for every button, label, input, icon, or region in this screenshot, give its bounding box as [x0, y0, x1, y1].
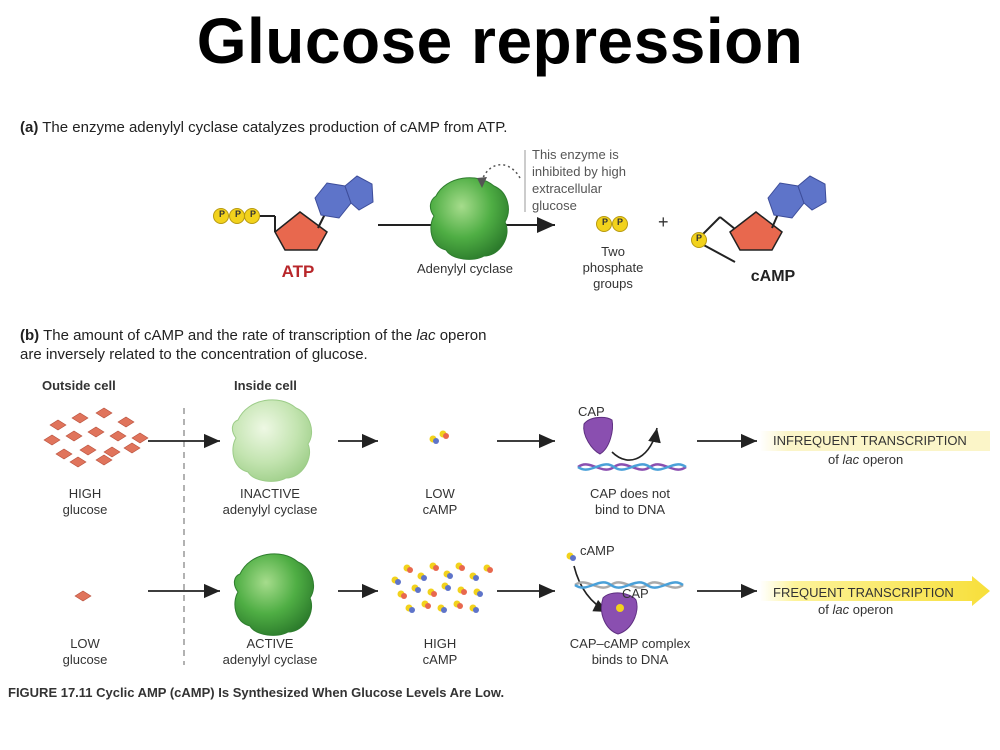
frequent-of: of — [818, 602, 829, 617]
infrequent-lac: lac — [842, 452, 860, 467]
low-camp-line-1: LOW — [425, 486, 455, 501]
p-label-4: P — [601, 217, 608, 227]
part-b-heading-2: operon — [439, 327, 487, 344]
atp-phosphates — [213, 208, 260, 224]
high-glucose-line-1: HIGH — [68, 486, 102, 501]
inhibition-note: This enzyme is inhibited by high extrace… — [532, 146, 626, 214]
dna-helix-row2 — [574, 581, 684, 589]
note-line-3: extracellular — [532, 181, 603, 196]
low-camp-label: LOW cAMP — [400, 486, 480, 518]
active-enzyme-label: ACTIVE adenylyl cyclase — [205, 636, 335, 668]
high-camp-cluster — [391, 562, 493, 613]
adenylyl-cyclase-enzyme — [429, 177, 509, 260]
note-line-1: This enzyme is — [532, 147, 619, 162]
outside-cell-label: Outside cell — [42, 378, 116, 393]
dna-helix-row1 — [577, 463, 687, 471]
low-glucose-molecule — [74, 590, 92, 602]
note-line-2: inhibited by high — [532, 164, 626, 179]
note-line-4: glucose — [532, 198, 577, 213]
cap-not-bind-line-2: bind to DNA — [594, 502, 666, 517]
part-b-heading-1: The amount of cAMP and the rate of trans… — [43, 327, 413, 344]
infrequent-transcription-label: INFREQUENT TRANSCRIPTION — [773, 433, 967, 448]
high-glucose-cluster — [43, 407, 149, 468]
inactive-enzyme-line-1: INACTIVE — [240, 486, 300, 501]
bound-camp — [616, 604, 624, 612]
high-glucose-label: HIGH glucose — [40, 486, 130, 518]
inactive-enzyme-label: INACTIVE adenylyl cyclase — [205, 486, 335, 518]
low-glucose-line-2: glucose — [62, 652, 108, 667]
part-a-heading: (a) The enzyme adenylyl cyclase catalyze… — [20, 118, 507, 137]
frequent-transcription-label: FREQUENT TRANSCRIPTION — [773, 585, 954, 600]
phosphate-groups-label: Two phosphate groups — [571, 244, 655, 292]
infrequent-lac-operon: of lac operon — [828, 452, 903, 468]
atp-molecule — [258, 175, 374, 251]
part-b-heading: (b) The amount of cAMP and the rate of t… — [20, 326, 580, 364]
p-label-1: P — [218, 209, 225, 219]
frequent-lac-operon: of lac operon — [818, 602, 893, 618]
cap-camp-complex-line-2: binds to DNA — [591, 652, 669, 667]
cap-label-row2: CAP — [622, 586, 649, 601]
inhibition-arrowhead — [477, 177, 487, 188]
high-camp-line-1: HIGH — [423, 636, 457, 651]
low-glucose-label: LOW glucose — [40, 636, 130, 668]
frequent-highlight-arrow — [760, 576, 990, 606]
cap-camp-complex-line-1: CAP–cAMP complex — [569, 636, 691, 651]
p-label-3: P — [249, 209, 256, 219]
cap-camp-complex-label: CAP–cAMP complex binds to DNA — [555, 636, 705, 668]
p-label-2: P — [234, 209, 241, 219]
camp-single — [566, 552, 576, 561]
frequent-operon: operon — [852, 602, 894, 617]
part-b-letter: (b) — [20, 327, 40, 344]
phosphate-label-line-3: groups — [593, 276, 633, 291]
part-a-letter: (a) — [20, 119, 39, 136]
cap-release-arrow — [611, 427, 661, 461]
page-title: Glucose repression — [196, 5, 804, 77]
inactive-adenylyl-cyclase — [231, 399, 312, 482]
phosphate-label-line-1: Two — [601, 244, 625, 259]
adenylyl-cyclase-label: Adenylyl cyclase — [416, 261, 514, 276]
infrequent-highlight — [760, 431, 990, 451]
two-phosphate-groups — [596, 216, 628, 232]
part-a-heading-text: The enzyme adenylyl cyclase catalyzes pr… — [42, 119, 508, 136]
part-b-heading-lac: lac — [416, 327, 436, 344]
camp-label: cAMP — [750, 268, 796, 285]
infrequent-of: of — [828, 452, 839, 467]
cap-not-bind-label: CAP does not bind to DNA — [570, 486, 690, 518]
p-label-6: P — [695, 233, 702, 243]
inside-cell-label: Inside cell — [234, 378, 297, 393]
active-enzyme-line-1: ACTIVE — [246, 636, 294, 651]
active-enzyme-line-2: adenylyl cyclase — [222, 652, 318, 667]
high-camp-line-2: cAMP — [422, 652, 458, 667]
cap-label-row1: CAP — [578, 404, 605, 419]
figure-caption: FIGURE 17.11 Cyclic AMP (cAMP) Is Synthe… — [8, 685, 505, 700]
camp-phosphate — [691, 232, 707, 248]
high-camp-label: HIGH cAMP — [400, 636, 480, 668]
phosphate-label-line-2: phosphate — [582, 260, 644, 275]
frequent-lac: lac — [832, 602, 850, 617]
infrequent-operon: operon — [862, 452, 904, 467]
plus-sign: + — [658, 212, 669, 232]
camp-molecule — [699, 175, 827, 263]
high-glucose-line-2: glucose — [62, 502, 108, 517]
part-b-heading-3: are inversely related to the concentrati… — [20, 346, 368, 363]
low-camp-dots — [429, 430, 449, 444]
cap-camp-complex — [601, 592, 638, 635]
inactive-enzyme-line-2: adenylyl cyclase — [222, 502, 318, 517]
camp-label-row2: cAMP — [580, 543, 615, 558]
low-glucose-line-1: LOW — [70, 636, 100, 651]
p-label-5: P — [616, 217, 623, 227]
cap-protein-free — [583, 416, 613, 455]
cap-not-bind-line-1: CAP does not — [590, 486, 670, 501]
low-camp-line-2: cAMP — [422, 502, 458, 517]
inhibition-arrow — [481, 164, 521, 181]
active-adenylyl-cyclase — [233, 553, 314, 636]
atp-label: ATP — [281, 262, 315, 281]
